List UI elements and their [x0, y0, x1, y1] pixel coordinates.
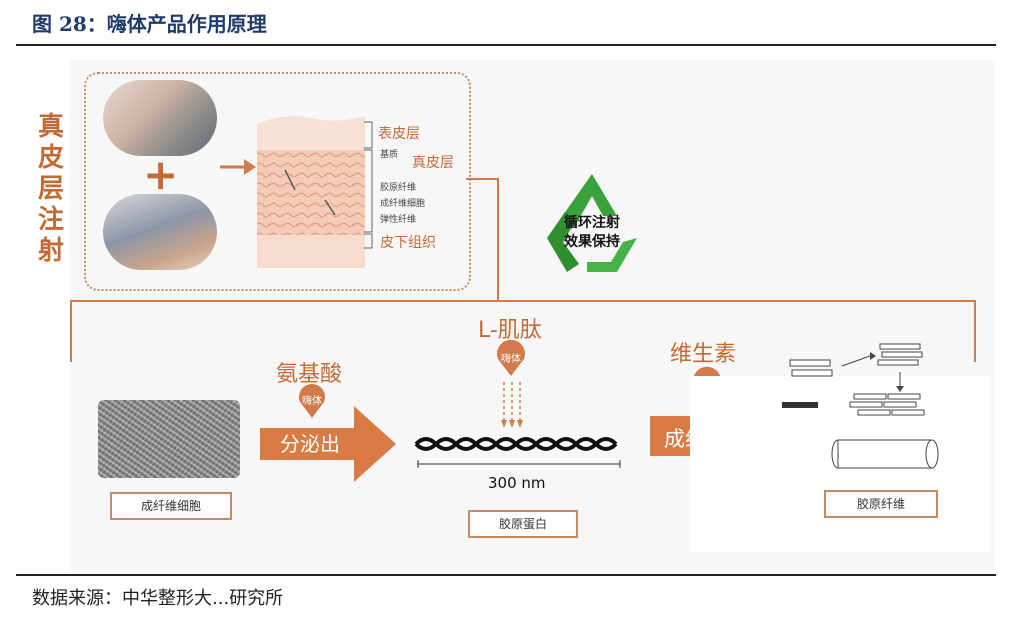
connector-left-drop — [70, 300, 72, 362]
bottom-rule — [16, 574, 996, 576]
connector-down — [497, 178, 499, 302]
recycle-icon — [547, 174, 637, 272]
skin-label-subcutaneous: 皮下组织 — [380, 235, 436, 251]
skin-label-dermis: 真皮层 — [412, 155, 454, 171]
enzyme-pin-text-2: 嗨体 — [501, 354, 521, 365]
label-vitamin: 维生素 — [670, 342, 737, 367]
injection-label: 真皮层注射 — [37, 112, 64, 266]
connector-out — [466, 178, 498, 180]
skin-label-fibroblast: 成纤维细胞 — [380, 199, 426, 209]
fibroblast-micrograph — [98, 400, 240, 478]
enzyme-pin-text-1: 嗨体 — [302, 396, 322, 407]
label-collagen-protein: 胶原蛋白 — [468, 510, 578, 538]
label-l-peptide: L-肌肽 — [478, 318, 542, 343]
plus-icon: + — [143, 150, 179, 199]
label-amino-acid: 氨基酸 — [276, 362, 343, 387]
fiber-assembly-diagram — [782, 343, 939, 469]
injection-box — [84, 72, 471, 291]
skin-label-elastic-fiber: 弹性纤维 — [380, 215, 417, 225]
enzyme-pin-icon — [299, 384, 325, 418]
label-fibroblast-cell: 成纤维细胞 — [110, 492, 232, 520]
skin-cross-section — [257, 116, 365, 268]
connector-right-drop — [974, 300, 976, 362]
connector-horizontal — [70, 300, 976, 302]
skin-label-matrix: 基质 — [380, 150, 399, 160]
secrete-arrow — [260, 406, 396, 482]
skin-label-epidermis: 表皮层 — [378, 126, 420, 142]
skin-bracket-lines — [364, 121, 373, 249]
secrete-text: 分泌出 — [280, 432, 340, 456]
dashed-down-arrows — [501, 382, 523, 428]
collagen-triple-helix — [414, 437, 621, 468]
recycle-line-1: 循环注射 — [564, 215, 620, 231]
skin-label-collagen-fiber: 胶原纤维 — [380, 183, 417, 193]
injection-photo-device — [103, 194, 217, 270]
figure-title: 图 28：嗨体产品作用原理 — [32, 12, 267, 36]
top-rule — [16, 44, 996, 46]
recycle-line-2: 效果保持 — [564, 234, 620, 250]
injection-photo-face — [103, 80, 217, 156]
enzyme-pin-icon — [497, 340, 525, 376]
recycle-text: 循环注射 效果保持 — [552, 214, 632, 252]
scale-label: 300 nm — [488, 474, 546, 492]
label-collagen-fiber: 胶原纤维 — [824, 490, 938, 518]
source-note: 数据来源：中华整形大...研究所 — [32, 588, 284, 609]
arrow-right-icon — [220, 159, 256, 175]
